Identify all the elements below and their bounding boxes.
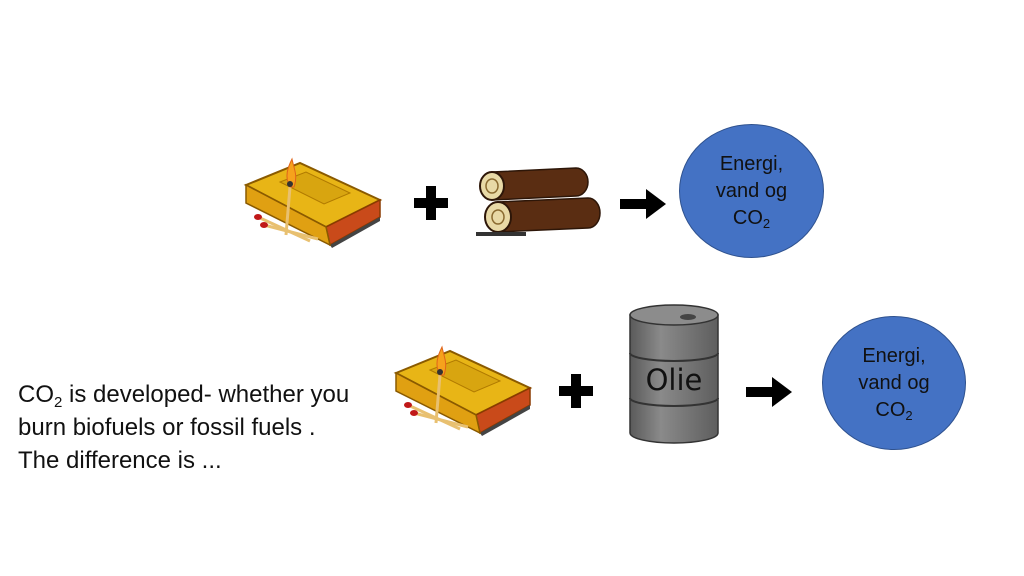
firewood-logs-icon (476, 167, 601, 236)
result-line-vand-og: vand og (715, 179, 788, 202)
matchbox-icon (243, 157, 383, 248)
result-circle: Energi, vand og CO2 (822, 316, 966, 450)
result-line-co2: CO2 (732, 206, 771, 231)
right-arrow-icon (746, 377, 792, 407)
result-line-energi: Energi, (862, 344, 926, 367)
result-circle: Energi, vand og CO2 (679, 124, 824, 258)
oil-barrel: Olie (628, 303, 720, 445)
oil-barrel-icon (629, 304, 719, 444)
caption-sub: 2 (54, 394, 63, 411)
result-line-co2: CO2 (875, 398, 913, 423)
caption-rest: is developed- whether you burn biofuels … (18, 381, 350, 474)
plus-icon (414, 186, 448, 220)
matchbox-icon (393, 345, 533, 436)
result-line-vand-og: vand og (858, 371, 930, 394)
caption-text: CO2 is developed- whether you burn biofu… (18, 378, 358, 477)
caption-co: CO (18, 381, 54, 408)
plus-icon (559, 374, 593, 408)
barrel-label: Olie (645, 363, 703, 397)
right-arrow-icon (620, 189, 666, 219)
result-line-energi: Energi, (719, 152, 784, 175)
